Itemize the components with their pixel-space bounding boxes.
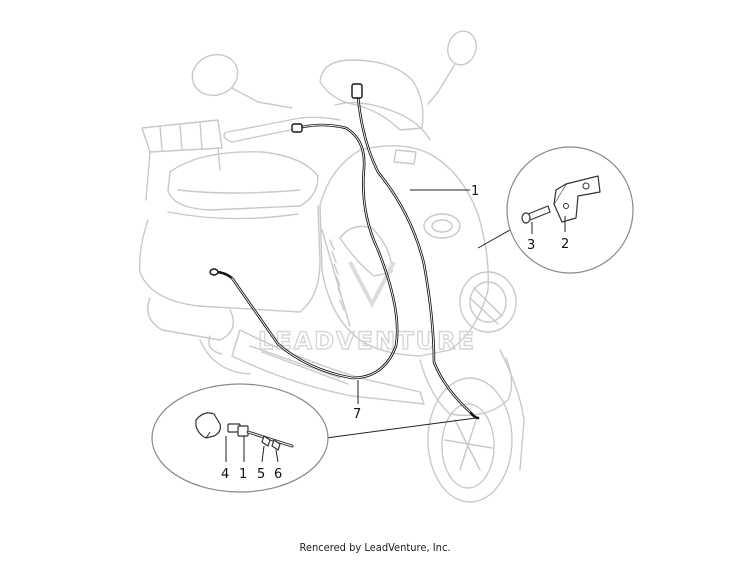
leader-lines: [225, 189, 566, 463]
cable-end-fitting-icon: [351, 83, 363, 99]
scooter-outline: [138, 30, 525, 503]
cable-7: [209, 123, 399, 380]
label-part-1-fitting: 1: [239, 467, 247, 482]
label-part-7: 7: [353, 407, 361, 422]
label-part-6: 6: [274, 467, 282, 482]
callout-bracket: [477, 146, 634, 274]
label-part-5: 5: [257, 467, 265, 482]
label-part-1: 1: [471, 184, 479, 199]
rear-end-icon: [209, 268, 219, 276]
callout-connector: [151, 383, 477, 493]
credit-text: Rencered by LeadVenture, Inc.: [299, 541, 451, 554]
lever-end-icon: [291, 123, 303, 133]
cable-1: [351, 83, 480, 420]
label-part-4: 4: [221, 467, 229, 482]
watermark-text: LEADVENTURE: [258, 327, 476, 355]
label-part-3: 3: [527, 238, 535, 253]
label-part-2: 2: [561, 237, 569, 252]
watermark-logo-icon: [348, 261, 396, 309]
